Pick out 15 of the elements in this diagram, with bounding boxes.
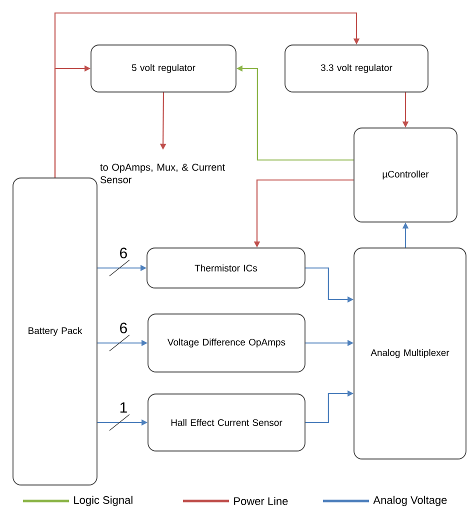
block-box: Analog Multiplexer: [354, 248, 466, 460]
note-text: to OpAmps, Mux, & Current Sensor: [100, 164, 225, 184]
edge-label: 1: [120, 402, 127, 413]
block-box: 5 volt regulator: [90, 44, 236, 92]
block-box: Hall Effect Current Sensor: [148, 394, 306, 452]
edge-label: 6: [120, 322, 127, 334]
block-box: µController: [354, 128, 458, 222]
legend-label: Analog Voltage: [373, 496, 447, 506]
block-box: Thermistor ICs: [146, 248, 306, 288]
legend-label: Power Line: [234, 496, 288, 506]
block-box: Voltage Difference OpAmps: [148, 314, 306, 372]
block-box: 3.3 volt regulator: [284, 44, 428, 92]
block-box: Battery Pack: [12, 178, 98, 486]
edge-label: 6: [120, 248, 127, 258]
legend-label: Logic Signal: [74, 496, 132, 506]
